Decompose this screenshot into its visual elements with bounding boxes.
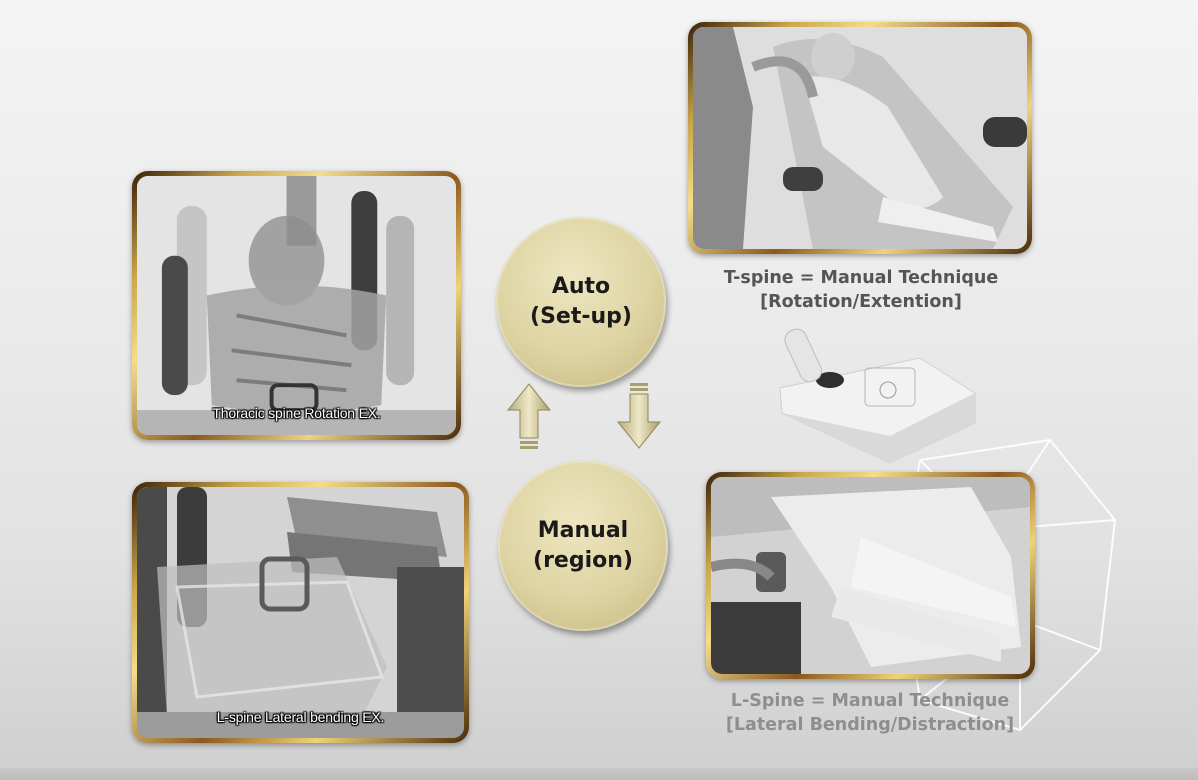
thoracic-rotation-photo: Thoracic spine Rotation EX. <box>137 176 456 435</box>
lspine-label-line2: [Lateral Bending/Distraction] <box>725 715 1015 735</box>
lspine-manual-technique-photo <box>711 477 1030 674</box>
lspine-lateral-bending-photo: L-spine Lateral bending EX. <box>137 487 464 738</box>
auto-setup-circle: Auto (Set-up) <box>496 217 666 387</box>
auto-circle-title: Auto <box>551 274 611 299</box>
lspine-manual-technique-photo-frame <box>706 472 1035 679</box>
manual-circle-title: Manual <box>537 518 629 543</box>
manual-region-circle: Manual (region) <box>498 461 668 631</box>
tspine-label-line2: [Rotation/Extention] <box>760 292 962 312</box>
tspine-technique-label: T-spine = Manual Technique [Rotation/Ext… <box>686 266 1036 314</box>
lspine-lateral-bending-caption: L-spine Lateral bending EX. <box>216 709 385 725</box>
thoracic-rotation-photo-frame: Thoracic spine Rotation EX. <box>132 171 461 440</box>
manual-circle-subtitle: (region) <box>533 548 633 573</box>
down-arrow-icon <box>616 383 662 449</box>
up-arrow-icon <box>506 383 552 449</box>
tspine-manual-technique-photo <box>693 27 1027 249</box>
auto-circle-subtitle: (Set-up) <box>530 304 632 329</box>
thoracic-rotation-caption: Thoracic spine Rotation EX. <box>212 405 381 421</box>
lspine-label-line1: L-Spine = Manual Technique <box>730 691 1010 711</box>
lspine-lateral-bending-photo-frame: L-spine Lateral bending EX. <box>132 482 469 743</box>
tspine-label-line1: T-spine = Manual Technique <box>723 268 999 288</box>
joystick-controller-icon <box>779 328 976 464</box>
tspine-manual-technique-photo-frame <box>688 22 1032 254</box>
bottom-strip <box>0 768 1198 780</box>
lspine-technique-label: L-Spine = Manual Technique [Lateral Bend… <box>690 689 1050 737</box>
